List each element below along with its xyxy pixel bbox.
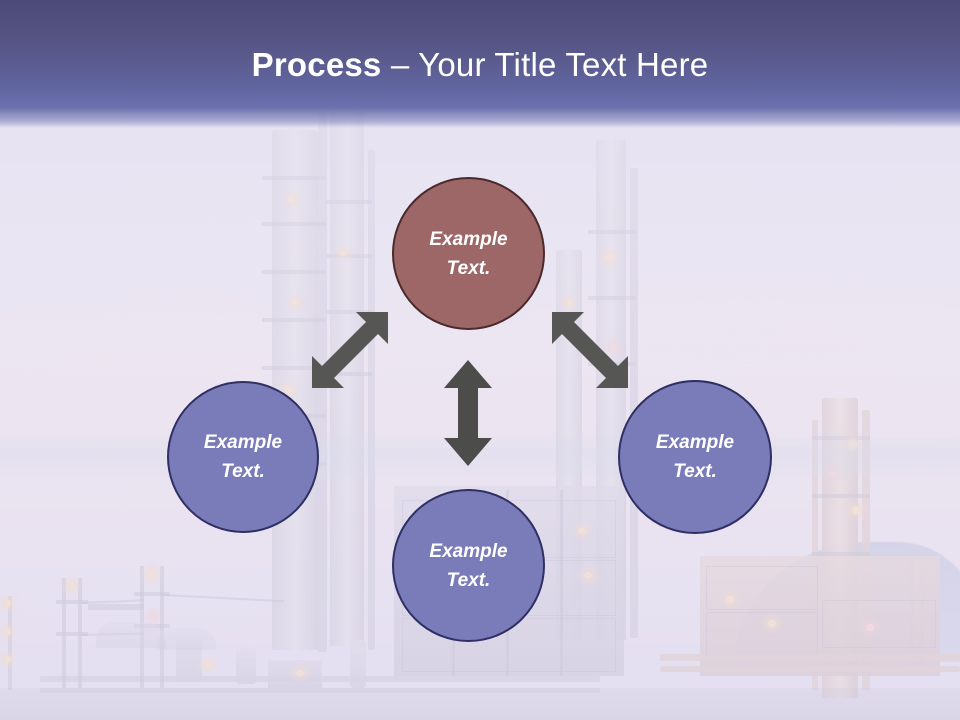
refinery-light [584,572,592,579]
refinery-pipe [630,168,638,638]
refinery-light [288,196,295,203]
page-title-rest: – Your Title Text Here [381,46,709,83]
connector-top-right [552,312,628,388]
process-node-top-line1: Example [429,228,508,250]
tower-platform [326,254,372,258]
storage-tank [236,648,256,684]
tower-platform [262,222,326,226]
refinery-light [296,670,304,676]
pylon-light [150,614,156,620]
process-node-bottom-line2: Text. [446,569,491,591]
refinery-light [578,528,586,534]
storage-tank [350,640,366,688]
process-node-right[interactable]: Example Text. [618,380,772,534]
refinery-light [830,470,837,477]
title-bar: Process – Your Title Text Here [0,0,960,128]
page-title-strong: Process [251,46,382,83]
pipe-rack [660,654,960,661]
tower-platform [326,200,372,204]
building-frame [560,490,563,676]
tree-line [156,628,216,650]
pylon-light [68,582,75,589]
page-title: Process – Your Title Text Here [0,45,960,85]
refinery-light [848,440,857,449]
process-node-top[interactable]: Example Text. [392,177,545,330]
refinery-light [852,506,860,514]
power-pylon [8,596,12,690]
gantry-beam [88,604,144,610]
pylon-light [4,600,11,607]
refinery-light [768,620,776,627]
refinery-light [340,250,346,256]
tower-platform [812,494,870,498]
process-node-top-line2: Text. [446,257,491,279]
pipe-rack [660,666,960,672]
refinery-light [726,596,734,603]
tower-platform [812,436,870,440]
pylon-light [4,628,11,635]
plant-frame [706,612,818,656]
refinery-light [606,254,614,262]
process-node-bottom[interactable]: Example Text. [392,489,545,642]
connector-left-top [312,312,388,388]
process-node-left[interactable]: Example Text. [167,381,319,533]
process-node-right-line2: Text. [673,461,717,482]
refinery-pipe [368,150,375,650]
tower-platform [588,230,636,234]
process-node-right-line1: Example [655,432,735,453]
process-node-left-line1: Example [203,432,283,453]
refinery-light [204,662,212,668]
tower-platform [262,270,326,274]
refinery-light [866,624,874,631]
tower-platform [262,176,326,180]
ground-shadow [0,688,960,720]
plant-frame [706,566,818,610]
pylon-light [4,656,11,663]
pylon-light [148,570,156,578]
low-shed [268,660,322,688]
plant-frame [822,600,936,648]
cloud-streak [120,250,420,280]
process-node-left-line2: Text. [221,461,265,482]
process-node-bottom-line1: Example [429,540,508,562]
refinery-light [292,300,298,306]
connector-top-bottom [444,360,492,466]
